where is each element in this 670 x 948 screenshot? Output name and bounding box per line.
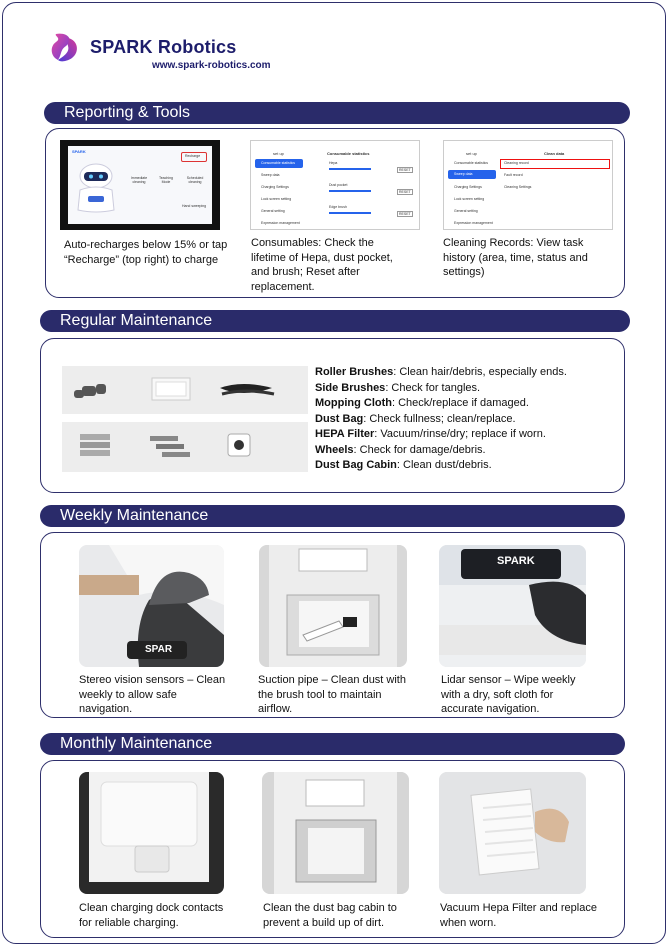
caption-hepa: Vacuum Hepa Filter and replace when worn… [440, 902, 597, 929]
parts-tile-bottom [62, 422, 308, 472]
stereo-sensor-photo: SPAR [79, 545, 224, 667]
dust-bag-cabin-photo [262, 772, 409, 894]
robot-icon [77, 163, 115, 213]
regular-panel [40, 338, 625, 493]
list-item: Wheels: Check for damage/debris. [315, 443, 486, 456]
caption-consumables: Consumables: Check the lifetime of Hepa,… [251, 237, 393, 293]
section-header-monthly: Monthly Maintenance [40, 733, 625, 755]
spark-logo-icon [51, 33, 77, 62]
tablet-screenshot: SPARK Recharge Immediate cleaning Teachi… [60, 140, 220, 230]
list-item: Dust Bag: Check fullness; clean/replace. [315, 412, 516, 425]
brushes-icon [74, 377, 275, 401]
caption-recharge: Auto-recharges below 15% or tap “Recharg… [64, 239, 228, 266]
list-item: Dust Bag Cabin: Clean dust/debris. [315, 459, 492, 471]
caption-lidar: Lidar sensor – Wipe weekly with a dry, s… [441, 674, 576, 715]
weekly-panel [40, 532, 625, 718]
lidar-cleaning-icon [439, 545, 586, 667]
brand-logo: SPARK Robotics www.spark-robotics.com [48, 30, 288, 74]
records-screenshot: set up Clean data Consumable statistics … [443, 140, 613, 230]
dust-bag-cabin-icon [262, 772, 409, 894]
suction-pipe-photo [259, 545, 407, 667]
caption-suction: Suction pipe – Clean dust with the brush… [258, 674, 406, 715]
hepa-filter-icon [439, 772, 586, 894]
lidar-sensor-photo: SPARK [439, 545, 586, 667]
suction-pipe-icon [259, 545, 407, 667]
recharge-button[interactable]: Recharge [185, 154, 201, 158]
section-header-weekly: Weekly Maintenance [40, 505, 625, 527]
list-item: Roller Brushes: Clean hair/debris, espec… [315, 366, 567, 378]
maintenance-checklist: Roller Brushes: Clean hair/debris, espec… [315, 365, 567, 474]
section-header-reporting: Reporting & Tools [44, 102, 630, 124]
section-header-regular: Regular Maintenance [40, 310, 630, 332]
filters-icon [80, 433, 251, 457]
caption-records: Cleaning Records: View task history (are… [443, 237, 588, 278]
list-item: HEPA Filter: Vacuum/rinse/dry; replace i… [315, 428, 546, 440]
hepa-filter-photo [439, 772, 586, 894]
list-item: Mopping Cloth: Check/replace if damaged. [315, 397, 529, 409]
list-item: Side Brushes: Check for tangles. [315, 381, 481, 394]
brand-url[interactable]: www.spark-robotics.com [152, 60, 271, 71]
reporting-panel [45, 128, 625, 298]
hand-cleaning-icon [79, 545, 224, 667]
parts-tile-top [62, 366, 308, 414]
caption-cabin: Clean the dust bag cabin to prevent a bu… [263, 902, 397, 929]
caption-dock: Clean charging dock contacts for reliabl… [79, 902, 224, 929]
charging-dock-icon [79, 772, 224, 894]
caption-stereo: Stereo vision sensors – Clean weekly to … [79, 674, 226, 715]
monthly-panel [40, 760, 625, 938]
consumables-screenshot: set up Consumable statistics Consumable … [250, 140, 420, 230]
brand-name: SPARK Robotics [90, 37, 237, 57]
charging-dock-photo [79, 772, 224, 894]
